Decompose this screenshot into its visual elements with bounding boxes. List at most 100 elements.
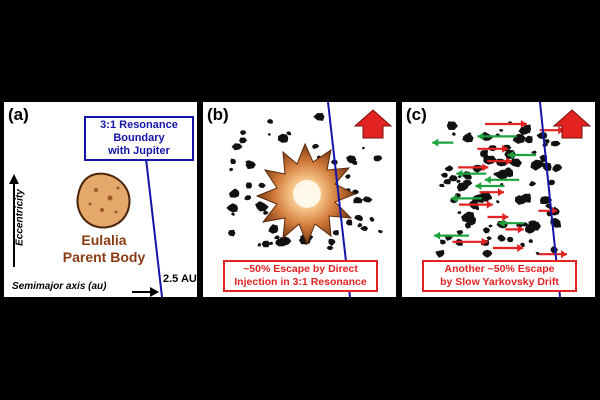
arrowhead-icon	[520, 120, 527, 128]
panel-b: (b) ~50% Escape by Direct Injection in 3…	[203, 102, 396, 297]
debris-rock	[467, 132, 472, 135]
arrowhead-icon	[506, 157, 513, 166]
debris-rock	[462, 179, 473, 188]
debris-rock	[451, 132, 456, 136]
debris-rock	[275, 238, 286, 247]
arrowhead-icon	[502, 144, 509, 153]
eccentricity-axis-label: Eccentricity	[14, 189, 26, 246]
debris-rock	[544, 139, 550, 144]
debris-rock	[378, 229, 383, 234]
debris-rock	[518, 126, 530, 135]
debris-rock	[345, 174, 351, 179]
debris-rock	[359, 218, 363, 221]
debris-rock	[357, 222, 363, 228]
debris-rock	[552, 218, 561, 225]
resonance-label-line: Boundary	[113, 132, 165, 144]
debris-rock	[486, 236, 492, 241]
debris-rock	[504, 168, 514, 178]
caption-line: Injection in 3:1 Resonance	[234, 276, 367, 288]
debris-rock	[536, 131, 548, 140]
semimajor-axis-label: Semimajor axis (au)	[12, 281, 107, 292]
debris-rock	[268, 241, 274, 245]
debris-rock	[230, 212, 235, 216]
panel-c: (c) Another ~50% Escape by Slow Yarkovsk…	[402, 102, 595, 297]
debris-rock	[227, 229, 236, 237]
debris-rock	[440, 239, 446, 245]
debris-rock	[496, 200, 500, 204]
debris-rock	[464, 174, 472, 180]
debris-rock	[474, 206, 480, 211]
caption-line: Another ~50% Escape	[444, 263, 555, 275]
debris-rock	[520, 242, 525, 248]
arrowhead-icon	[434, 231, 441, 240]
direct-injection-caption: ~50% Escape by Direct Injection in 3:1 R…	[223, 260, 378, 292]
debris-rock	[498, 129, 504, 132]
debris-rock	[488, 224, 493, 228]
debris-rock	[231, 143, 243, 151]
parent-body-label-line: Eulalia	[81, 232, 127, 248]
debris-rock	[552, 165, 559, 171]
arrowhead-icon	[517, 225, 524, 234]
up-arrow-icon	[353, 109, 393, 139]
debris-rock	[461, 211, 475, 223]
debris-rock	[353, 196, 363, 204]
arrowhead-icon	[498, 188, 505, 197]
panel-a-tag: (a)	[8, 105, 29, 124]
debris-rock	[497, 234, 506, 242]
debris-rock	[346, 219, 353, 226]
debris-rock	[226, 203, 238, 213]
resonance-label-line: with Jupiter	[108, 145, 170, 157]
debris-rock	[439, 183, 445, 188]
debris-rock	[525, 135, 533, 144]
debris-rock	[277, 133, 289, 143]
debris-rock	[362, 146, 365, 150]
debris-rock	[472, 164, 484, 173]
arrowhead-icon	[502, 213, 509, 221]
debris-rock	[480, 150, 489, 158]
arrowhead-icon	[456, 169, 463, 178]
debris-rock	[482, 249, 493, 258]
parent-body-label-line: Parent Body	[62, 249, 146, 265]
debris-rock	[230, 158, 237, 164]
panel-b-tag: (b)	[207, 105, 229, 124]
debris-rock	[268, 224, 279, 234]
arrowhead-icon	[475, 182, 482, 190]
debris-rock	[273, 235, 280, 240]
parent-body-asteroid-icon	[76, 172, 131, 229]
resonance-boundary-label: 3:1 Resonance Boundary with Jupiter	[84, 116, 194, 161]
debris-rock	[267, 133, 271, 136]
debris-rock	[286, 131, 292, 136]
debris-rock	[551, 140, 561, 147]
debris-rock	[239, 137, 248, 144]
debris-rock	[448, 175, 458, 182]
debris-rock	[512, 133, 526, 144]
arrowhead-icon	[432, 138, 439, 147]
debris-rock	[245, 182, 253, 189]
debris-rock	[229, 167, 234, 172]
debris-rock	[531, 150, 537, 154]
resonance-label-line: 3:1 Resonance	[100, 119, 178, 131]
arrowhead-icon	[477, 132, 484, 141]
arrowhead-icon	[484, 175, 491, 184]
arrowhead-icon	[517, 244, 524, 252]
eccentricity-axis-arrow-icon	[9, 174, 19, 267]
caption-line: by Slow Yarkovsky Drift	[440, 276, 559, 288]
debris-rock	[255, 201, 269, 212]
arrowhead-icon	[481, 237, 488, 246]
debris-rock	[263, 210, 269, 215]
debris-rock	[261, 240, 270, 248]
debris-rock	[240, 130, 247, 136]
debris-rock	[524, 223, 537, 234]
debris-rock	[508, 158, 523, 168]
debris-rock	[245, 161, 256, 170]
arrowhead-icon	[450, 194, 457, 203]
panel-a: (a) 3:1 Resonance Boundary with Jupiter …	[4, 102, 197, 297]
debris-rock	[326, 245, 334, 251]
debris-rock	[528, 181, 537, 187]
explosion-icon	[255, 142, 357, 246]
arrowhead-icon	[561, 250, 567, 259]
panel-a-graphics	[9, 123, 163, 297]
arrowhead-icon	[507, 151, 514, 159]
debris-rock	[528, 239, 533, 243]
debris-rock	[312, 143, 320, 149]
